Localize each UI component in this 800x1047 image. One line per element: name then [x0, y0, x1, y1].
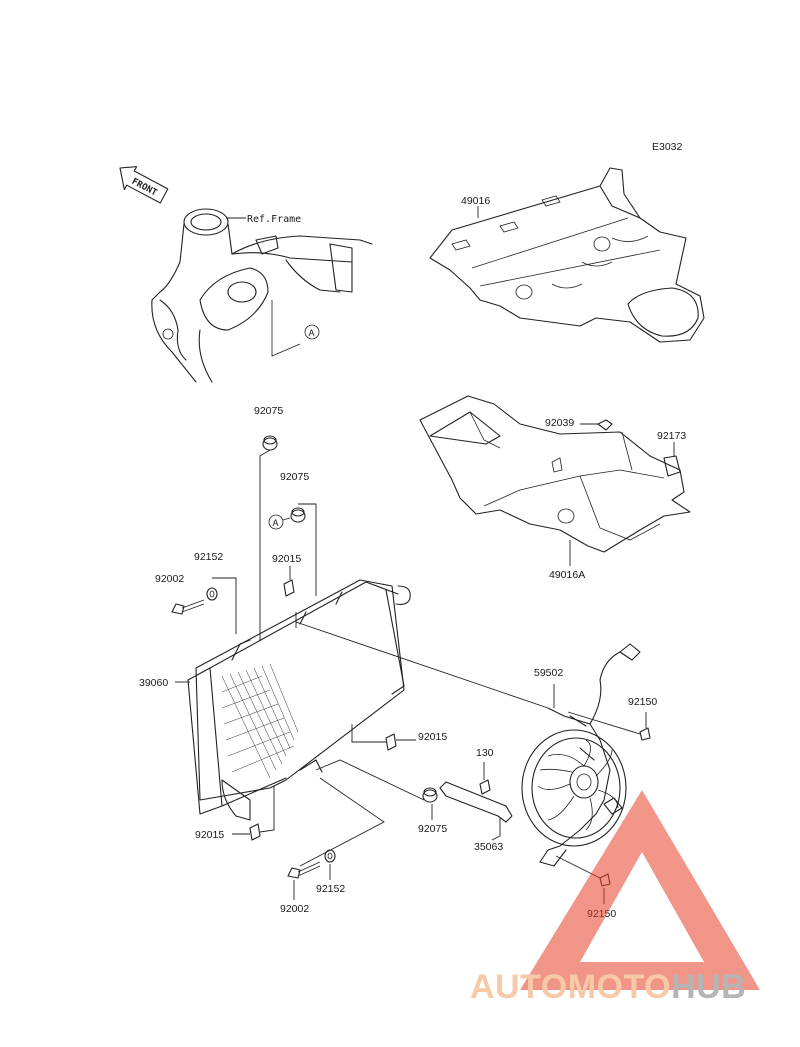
cover-lower: 49016A 92039 92173	[419, 395, 691, 581]
label-92015-right: 92015	[418, 731, 447, 743]
cover-upper: 49016	[429, 167, 705, 343]
bolt-washer-left: 92152 92002	[155, 551, 237, 634]
front-arrow-icon: FRONT	[119, 166, 169, 204]
label-92173: 92173	[657, 430, 686, 442]
label-92075-top: 92075	[254, 405, 283, 417]
label-92075-mid: 92075	[280, 471, 309, 483]
label-92039: 92039	[545, 417, 574, 429]
grommet-top: 92075	[254, 405, 283, 640]
label-92152-bottom: 92152	[316, 883, 345, 895]
label-49016a: 49016A	[549, 569, 585, 581]
nut-bottom: 92015	[195, 786, 275, 841]
front-label: FRONT	[130, 177, 159, 199]
label-92015-top: 92015	[272, 553, 301, 565]
watermark-text: AUTOMOTOHUB	[470, 968, 746, 1006]
callout-a-top: A	[309, 328, 315, 338]
stay-bracket: 130 35063	[439, 747, 513, 853]
nut-clip-icon	[663, 455, 681, 477]
watermark-part2: HUB	[671, 968, 746, 1006]
ref-frame-label: Ref.Frame	[247, 214, 301, 225]
watermark-part1: AUTOMOTO	[470, 968, 671, 1006]
grommet-bottom: 92075	[315, 759, 447, 835]
frame-drawing: Ref.Frame A	[151, 208, 373, 383]
radiator: 39060	[139, 579, 411, 821]
label-39060: 39060	[139, 677, 168, 689]
label-49016: 49016	[461, 195, 490, 207]
fan-bolt-upper: 92150	[567, 696, 657, 741]
bolt-washer-bottom: 92152 92002	[280, 777, 385, 915]
radiator-core	[221, 663, 299, 779]
fan-blades	[537, 739, 619, 831]
label-92002-left: 92002	[155, 573, 184, 585]
nut-right: 92015	[351, 724, 447, 751]
label-92150-upper: 92150	[628, 696, 657, 708]
nut-top: 92015	[272, 553, 301, 628]
diagram-code: E3032	[652, 141, 683, 153]
clip-icon	[597, 419, 613, 431]
label-59502: 59502	[534, 667, 563, 679]
label-92152-left: 92152	[194, 551, 223, 563]
label-92002-bottom: 92002	[280, 903, 309, 915]
callout-a-mid: A	[273, 518, 279, 528]
label-35063: 35063	[474, 841, 503, 853]
label-130: 130	[476, 747, 494, 759]
label-92075-bottom: 92075	[418, 823, 447, 835]
label-92015-bottom: 92015	[195, 829, 224, 841]
triangle-logo-icon	[520, 790, 760, 990]
cooling-fan: 59502	[295, 621, 641, 867]
watermark-logo: AUTOMOTOHUB	[470, 790, 760, 1006]
grommet-mid: 92075 A	[268, 471, 317, 596]
